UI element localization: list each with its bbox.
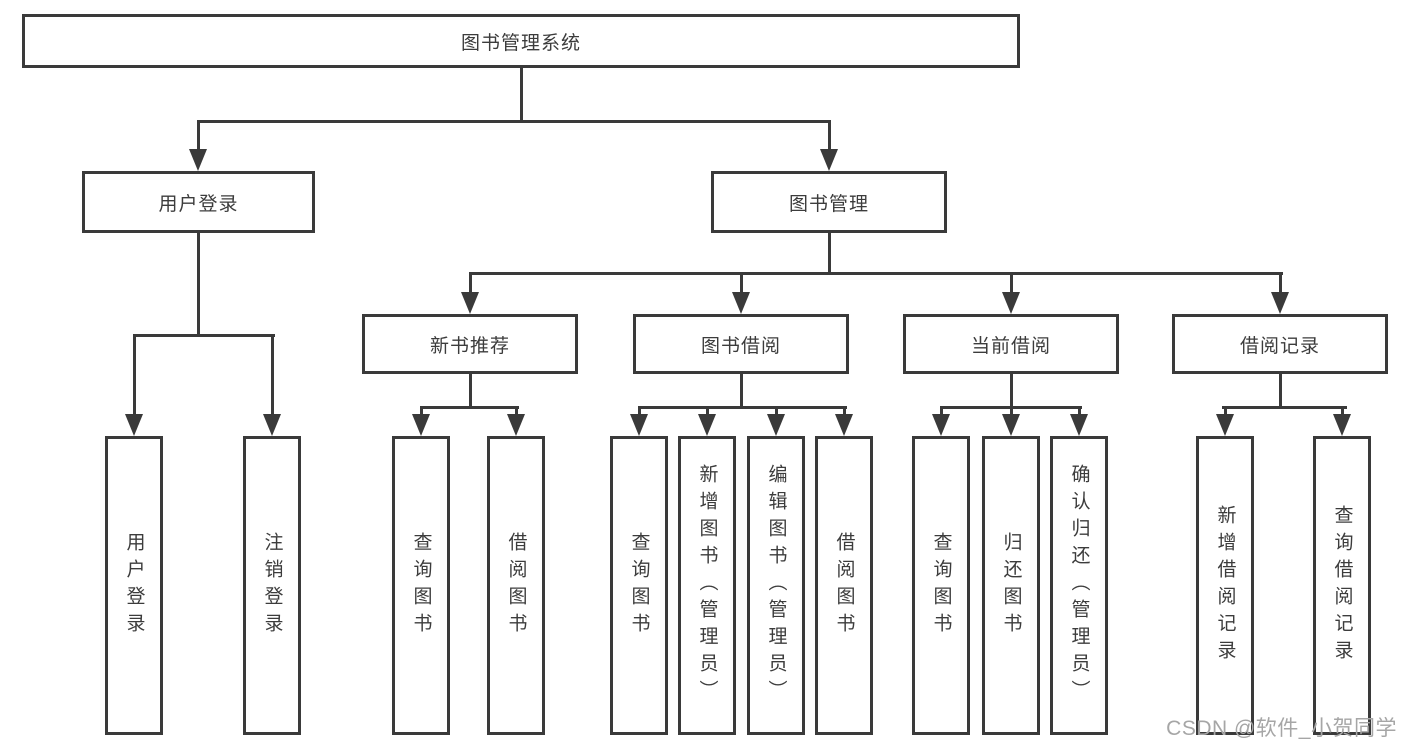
leaf-user-login: 用户登录 <box>105 436 163 735</box>
leaf-label: 新增借阅记录 <box>1214 504 1236 667</box>
connector-line <box>1222 406 1347 409</box>
leaf-label: 查询图书 <box>410 531 432 640</box>
arrowhead-down-icon <box>461 292 479 314</box>
connector-line <box>1279 272 1282 296</box>
connector-line <box>420 406 423 418</box>
leaf-label: 查询图书 <box>930 531 952 640</box>
connector-line <box>1010 406 1013 418</box>
leaf-confirm-return-admin: 确认归还（管理员） <box>1050 436 1108 735</box>
arrowhead-down-icon <box>263 414 281 436</box>
leaf-add-borrow-record: 新增借阅记录 <box>1196 436 1254 735</box>
connector-line <box>515 406 518 418</box>
arrowhead-down-icon <box>1002 414 1020 436</box>
arrowhead-down-icon <box>507 414 525 436</box>
node-label: 新书推荐 <box>429 335 510 357</box>
leaf-label: 注销登录 <box>261 531 283 640</box>
arrowhead-down-icon <box>820 149 838 171</box>
connector-line <box>469 372 472 409</box>
connector-line <box>940 406 943 418</box>
leaf-label: 查询图书 <box>628 531 650 640</box>
leaf-label: 借阅图书 <box>505 531 527 640</box>
arrowhead-down-icon <box>835 414 853 436</box>
connector-line <box>197 231 200 337</box>
connector-line <box>133 334 136 418</box>
arrowhead-down-icon <box>732 292 750 314</box>
node-borrowing-records: 借阅记录 <box>1172 314 1388 374</box>
node-book-borrowing: 图书借阅 <box>633 314 849 374</box>
connector-line <box>1010 372 1013 409</box>
connector-line <box>638 406 847 409</box>
connector-line <box>706 406 709 418</box>
arrowhead-down-icon <box>1216 414 1234 436</box>
arrowhead-down-icon <box>767 414 785 436</box>
watermark: CSDN @软件_小贺同学 <box>1166 717 1397 740</box>
leaf-label: 确认归还（管理员） <box>1068 464 1090 707</box>
leaf-logout: 注销登录 <box>243 436 301 735</box>
node-label: 图书借阅 <box>700 335 781 357</box>
node-label: 图书管理 <box>788 193 869 215</box>
node-label: 借阅记录 <box>1239 335 1320 357</box>
leaf-query-books: 查询图书 <box>912 436 970 735</box>
leaf-return-books: 归还图书 <box>982 436 1040 735</box>
arrowhead-down-icon <box>412 414 430 436</box>
leaf-label: 新增图书（管理员） <box>696 464 718 707</box>
connector-line <box>638 406 641 418</box>
arrowhead-down-icon <box>1070 414 1088 436</box>
leaf-query-books: 查询图书 <box>392 436 450 735</box>
connector-line <box>1279 372 1282 409</box>
connector-line <box>469 272 472 296</box>
connector-line <box>420 406 519 409</box>
arrowhead-down-icon <box>1333 414 1351 436</box>
node-label: 当前借阅 <box>970 335 1051 357</box>
leaf-label: 编辑图书（管理员） <box>765 464 787 707</box>
connector-line <box>1078 406 1081 418</box>
node-new-book-recommendation: 新书推荐 <box>362 314 578 374</box>
leaf-borrow-books: 借阅图书 <box>815 436 873 735</box>
arrowhead-down-icon <box>1002 292 1020 314</box>
connector-line <box>1341 406 1344 418</box>
node-current-borrowing: 当前借阅 <box>903 314 1119 374</box>
leaf-label: 查询借阅记录 <box>1331 504 1353 667</box>
leaf-query-books: 查询图书 <box>610 436 668 735</box>
connector-line <box>775 406 778 418</box>
node-user-login: 用户登录 <box>82 171 315 233</box>
arrowhead-down-icon <box>1271 292 1289 314</box>
leaf-label: 借阅图书 <box>833 531 855 640</box>
arrowhead-down-icon <box>189 149 207 171</box>
leaf-borrow-books: 借阅图书 <box>487 436 545 735</box>
connector-line <box>843 406 846 418</box>
leaf-edit-book-admin: 编辑图书（管理员） <box>747 436 805 735</box>
arrowhead-down-icon <box>125 414 143 436</box>
connector-line <box>828 231 831 275</box>
connector-line <box>271 334 274 418</box>
node-label: 用户登录 <box>158 193 239 215</box>
connector-line <box>740 272 743 296</box>
connector-line <box>1010 272 1013 296</box>
connector-line <box>197 120 200 153</box>
connector-line <box>828 120 831 153</box>
node-root-library-management-system: 图书管理系统 <box>22 14 1020 68</box>
connector-line <box>133 334 275 337</box>
connector-line <box>740 372 743 409</box>
connector-line <box>520 68 523 122</box>
arrowhead-down-icon <box>698 414 716 436</box>
connector-line <box>1224 406 1227 418</box>
node-book-management: 图书管理 <box>711 171 947 233</box>
arrowhead-down-icon <box>630 414 648 436</box>
arrowhead-down-icon <box>932 414 950 436</box>
connector-line <box>469 272 1283 275</box>
leaf-label: 归还图书 <box>1000 531 1022 640</box>
node-label: 图书管理系统 <box>460 32 581 54</box>
leaf-add-book-admin: 新增图书（管理员） <box>678 436 736 735</box>
connector-line <box>197 120 831 123</box>
leaf-label: 用户登录 <box>123 531 145 640</box>
leaf-query-borrow-record: 查询借阅记录 <box>1313 436 1371 735</box>
